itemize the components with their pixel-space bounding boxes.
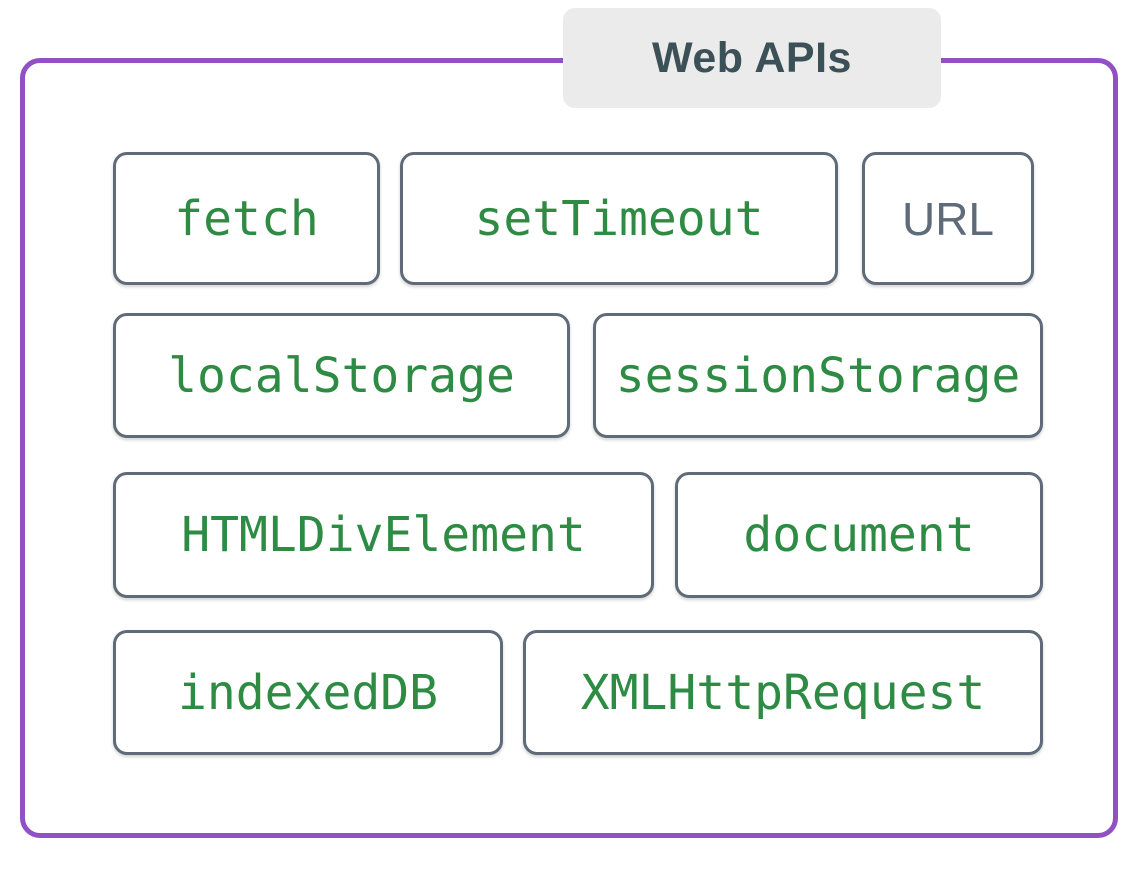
api-node-label: HTMLDivElement (181, 507, 586, 563)
api-node-sessionstorage[interactable]: sessionStorage (593, 313, 1043, 438)
api-node-xmlhttprequest[interactable]: XMLHttpRequest (523, 630, 1043, 755)
api-node-fetch[interactable]: fetch (113, 152, 380, 285)
group-title-label: Web APIs (652, 33, 852, 82)
api-node-label: setTimeout (474, 190, 764, 247)
api-node-url[interactable]: URL (862, 152, 1034, 285)
api-node-label: fetch (174, 190, 319, 247)
api-node-label: document (743, 507, 975, 563)
api-node-localstorage[interactable]: localStorage (113, 313, 570, 438)
api-node-label: XMLHttpRequest (580, 664, 986, 721)
api-node-indexeddb[interactable]: indexedDB (113, 630, 503, 755)
api-node-settimeout[interactable]: setTimeout (400, 152, 838, 285)
api-node-document[interactable]: document (675, 472, 1043, 598)
group-title-chip: Web APIs (563, 8, 941, 108)
api-node-htmldivelement[interactable]: HTMLDivElement (113, 472, 654, 598)
api-node-label: sessionStorage (615, 347, 1021, 404)
api-node-label: URL (901, 192, 995, 245)
api-node-label: localStorage (168, 347, 515, 404)
api-node-label: indexedDB (177, 664, 439, 721)
